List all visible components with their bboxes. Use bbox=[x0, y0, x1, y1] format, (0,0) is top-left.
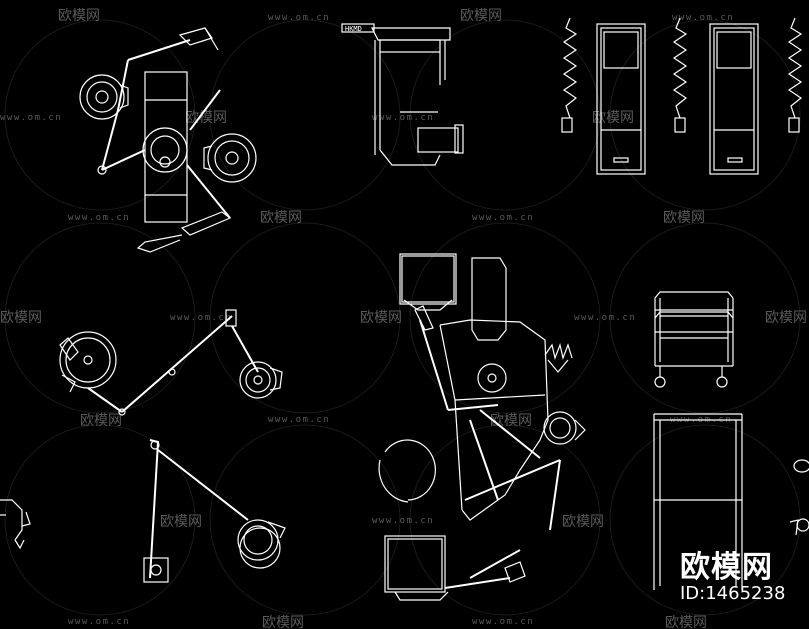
cart-frame-icon bbox=[653, 413, 743, 590]
watermark-brand: 欧模网 bbox=[490, 413, 532, 429]
svg-text:HKMD: HKMD bbox=[345, 25, 362, 33]
dental-chair-side-icon: HKMD bbox=[341, 23, 464, 166]
watermark-brand: 欧模网 bbox=[260, 210, 302, 226]
watermark-brand: 欧模网 bbox=[80, 413, 122, 429]
watermark-url: www.om.cn bbox=[672, 13, 734, 23]
edge-chair-fragment-icon bbox=[0, 499, 31, 550]
brand-stamp-name: 欧模网 bbox=[680, 550, 773, 585]
watermark-url: www.om.cn bbox=[472, 617, 534, 627]
watermark-url: www.om.cn bbox=[574, 313, 636, 323]
watermark-brand: 欧模网 bbox=[58, 8, 100, 24]
watermark-url: www.om.cn bbox=[268, 415, 330, 425]
watermark-brand: 欧模网 bbox=[360, 310, 402, 326]
watermark-brand: 欧模网 bbox=[0, 310, 42, 326]
watermark-url: www.om.cn bbox=[372, 516, 434, 526]
brand-stamp-id: ID:1465238 bbox=[680, 583, 786, 604]
watermark-brand: 欧模网 bbox=[765, 310, 807, 326]
watermark-brand: 欧模网 bbox=[262, 615, 304, 629]
edge-wheel-fragment-icon bbox=[789, 459, 809, 536]
watermark-url-group: www.om.cn www.om.cn www.om.cn www.om.cn … bbox=[0, 13, 734, 627]
watermark-brand: 欧模网 bbox=[185, 110, 227, 126]
watermark-rings bbox=[4, 19, 801, 616]
cabinet-elevation-icon bbox=[561, 17, 803, 175]
watermark-url: www.om.cn bbox=[268, 13, 330, 23]
watermark-url: www.om.cn bbox=[0, 113, 62, 123]
instrument-cart-icon bbox=[654, 291, 734, 388]
watermark-brand: 欧模网 bbox=[460, 8, 502, 24]
watermark-brand: 欧模网 bbox=[562, 514, 604, 530]
light-arm-plan-icon bbox=[59, 309, 286, 583]
watermark-brand-group: 欧模网 欧模网 欧模网 欧模网 欧模网 欧模网 欧模网 欧模网 欧模网 欧模网 … bbox=[0, 8, 807, 629]
watermark-url: www.om.cn bbox=[68, 617, 130, 627]
watermark-brand: 欧模网 bbox=[663, 210, 705, 226]
watermark-url: www.om.cn bbox=[472, 213, 534, 223]
watermark-brand: 欧模网 bbox=[160, 514, 202, 530]
watermark-brand: 欧模网 bbox=[665, 615, 707, 629]
watermark-url: www.om.cn bbox=[372, 113, 434, 123]
dental-light-arm-icon bbox=[79, 27, 257, 253]
watermark-url: www.om.cn bbox=[68, 213, 130, 223]
watermark-url: www.om.cn bbox=[170, 313, 232, 323]
watermark-brand: 欧模网 bbox=[592, 110, 634, 126]
dental-chair-plan-icon bbox=[378, 253, 586, 601]
